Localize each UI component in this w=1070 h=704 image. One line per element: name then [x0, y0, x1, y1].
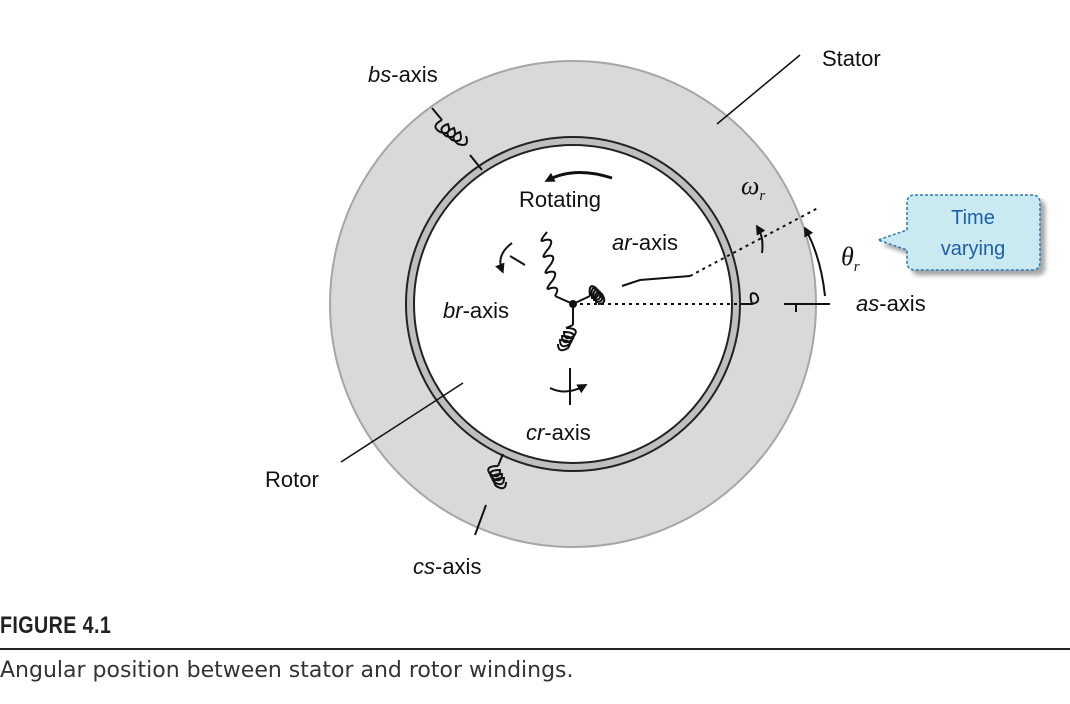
- br-winding-coil: [509, 231, 574, 305]
- cs-winding-coil: [474, 453, 507, 536]
- bs-axis-label: bs-axis: [368, 62, 438, 87]
- caption-text: Angular position between stator and roto…: [0, 658, 574, 683]
- time-varying-callout: [875, 194, 1041, 271]
- ar-reference-line: [689, 207, 819, 277]
- omega-arrow: [755, 224, 766, 254]
- br-rotation-arrow: [495, 242, 513, 274]
- callout-line-1: Time: [951, 207, 995, 229]
- figure-caption: FIGURE 4.1 Angular position between stat…: [0, 604, 1070, 704]
- as-winding-coil: [742, 292, 830, 312]
- motor-winding-diagram: Stator Rotor Rotating bs-axis cs-axis as…: [265, 46, 1041, 579]
- rotating-label: Rotating: [519, 187, 601, 212]
- bs-winding-coil: [431, 107, 483, 171]
- theta-r-symbol: θr: [841, 242, 860, 275]
- ar-axis-label: ar-axis: [612, 230, 678, 255]
- rotor-leader-line: [340, 382, 464, 463]
- br-axis-label: br-axis: [443, 298, 509, 323]
- cr-rotation-arrow: [549, 384, 588, 394]
- stator-label: Stator: [822, 46, 881, 71]
- rotating-arrow: [544, 170, 613, 182]
- stator-leader-line: [716, 54, 801, 125]
- cr-winding-coil: [557, 304, 577, 405]
- cr-axis-label: cr-axis: [526, 420, 591, 445]
- callout-line-2: varying: [941, 238, 1005, 260]
- cs-axis-label: cs-axis: [413, 554, 481, 579]
- caption-divider: [0, 648, 1070, 650]
- figure-label: FIGURE 4.1: [0, 612, 112, 639]
- as-axis-label: as-axis: [856, 291, 926, 316]
- rotor-label: Rotor: [265, 467, 319, 492]
- ar-winding-coil: [572, 275, 691, 305]
- omega-r-symbol: ωr: [741, 171, 765, 204]
- theta-arrow: [804, 226, 826, 297]
